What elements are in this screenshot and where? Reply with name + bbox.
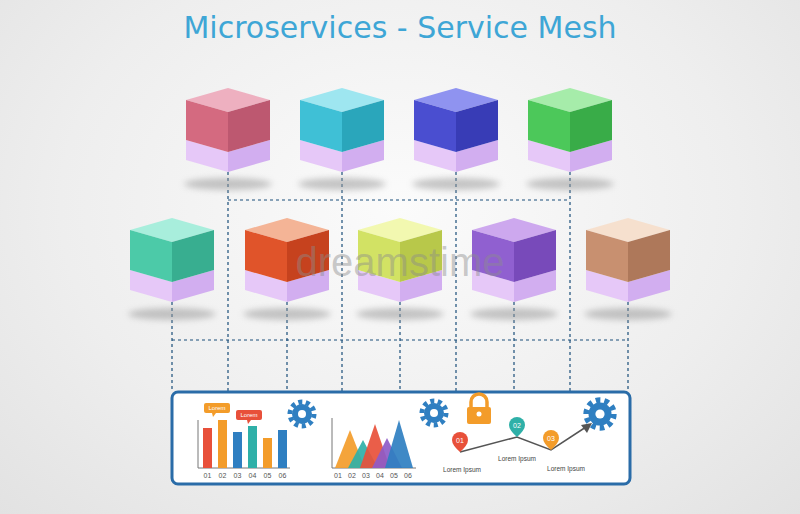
pin-number: 01 xyxy=(456,437,464,444)
mesh-panel xyxy=(172,392,630,484)
gear-icon xyxy=(290,402,314,426)
axis-label: 05 xyxy=(264,472,272,479)
pin-number: 02 xyxy=(513,422,521,429)
axis-label: 01 xyxy=(204,472,212,479)
timeline xyxy=(452,417,592,452)
bar-chart xyxy=(198,403,290,468)
service-cube xyxy=(584,218,672,320)
gear-icon xyxy=(422,401,446,425)
lock-icon xyxy=(467,394,491,424)
service-cube xyxy=(298,88,386,190)
gear-icon xyxy=(586,400,614,428)
callout-tag: Lorem xyxy=(208,405,225,411)
timeline-label: Lorem Ipsum xyxy=(498,456,536,463)
service-cube xyxy=(184,88,272,190)
timeline-label: Lorem Ipsum xyxy=(547,466,585,473)
axis-label: 02 xyxy=(348,472,356,479)
service-cube xyxy=(412,88,500,190)
axis-label: 02 xyxy=(219,472,227,479)
triangle-chart xyxy=(332,418,416,468)
axis-label: 06 xyxy=(279,472,287,479)
page-title: Microservices - Service Mesh xyxy=(183,13,616,43)
mesh-wires xyxy=(172,172,628,392)
axis-label: 03 xyxy=(234,472,242,479)
pin-number: 03 xyxy=(547,435,555,442)
timeline-label: Lorem Ipsum xyxy=(443,467,481,474)
axis-label: 03 xyxy=(362,472,370,479)
axis-label: 04 xyxy=(249,472,257,479)
watermark: dreamstime xyxy=(296,242,505,282)
service-cube xyxy=(128,218,216,320)
callout-tag: Lorem xyxy=(240,412,257,418)
axis-label: 05 xyxy=(390,472,398,479)
axis-label: 06 xyxy=(404,472,412,479)
axis-label: 01 xyxy=(334,472,342,479)
axis-label: 04 xyxy=(376,472,384,479)
service-cube xyxy=(526,88,614,190)
